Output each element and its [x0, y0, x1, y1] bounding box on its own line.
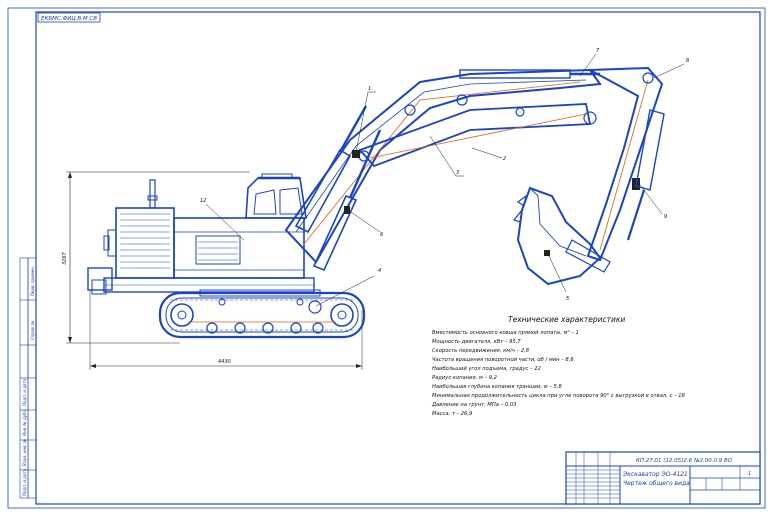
callout-12: 12	[200, 198, 206, 204]
strip-label-4: Инв. № дубл.	[22, 409, 27, 436]
stick-cylinder	[459, 69, 600, 79]
dimension-height: 3267	[62, 171, 250, 344]
tech-line-8: Минимальная продолжительность цикла при …	[432, 393, 686, 399]
callout-5: 5	[566, 296, 569, 302]
title-sheet: 1	[748, 471, 751, 477]
strip-label-3: Подп. и дата	[22, 378, 27, 406]
left-strip: Перв. примен. Справ. № Подп. и дата Инв.…	[19, 257, 37, 499]
callouts	[205, 53, 685, 307]
tech-line-6: Радиус копания, м – 9,2	[432, 375, 497, 381]
operator-cab	[245, 173, 307, 219]
engine-house	[103, 179, 305, 279]
dimension-length: 4430	[89, 290, 363, 370]
tech-line-2: Мощность двигателя, кВт – 95,7	[432, 339, 521, 345]
title-block: КП 27.01 (12.05)2.6 №2.00.0.9 ВО Экскава…	[565, 451, 761, 505]
strip-label-6: Подп. и дата	[22, 468, 27, 496]
bucket	[512, 186, 611, 286]
crawler-track	[158, 289, 366, 339]
callout-4: 4	[378, 268, 381, 274]
tech-line-9: Давление на грунт, МПа – 0,03	[431, 402, 516, 408]
callout-9: 9	[664, 214, 667, 220]
title-name-2: Чертеж общего вида	[623, 480, 690, 487]
second-cylinder	[312, 129, 382, 272]
callout-6: 6	[380, 232, 383, 238]
strip-label-5: Взам. инв. №	[22, 439, 27, 466]
excavator-drawing: 3267 4430	[62, 48, 689, 370]
tech-line-5: Наибольший угол подъема, градус – 22	[432, 366, 541, 372]
tech-line-10: Масса, т – 26,9	[432, 411, 472, 417]
callout-3: 3	[456, 170, 459, 176]
callout-1: 1	[368, 86, 371, 92]
tech-line-1: Вместимость основного ковша прямой лопат…	[432, 330, 579, 336]
tech-heading: Технические характеристики	[508, 315, 625, 324]
outer-frame	[7, 7, 766, 509]
callout-2: 2	[503, 156, 506, 162]
title-name-1: Экскаватор ЭО-4121	[622, 471, 688, 478]
callout-8: 8	[686, 58, 689, 64]
callout-numbers: 1 2 3 4 5 6 7 8 9 12	[200, 48, 689, 302]
top-stamp-text: ЕКБМС.ФИЦ.В.М.СВ	[41, 16, 97, 22]
boom-cylinder	[294, 105, 368, 234]
top-stamp: ЕКБМС.ФИЦ.В.М.СВ	[37, 12, 101, 23]
strip-label-1: Перв. примен.	[30, 266, 35, 296]
bucket-cylinder	[626, 109, 665, 241]
dimension-length-text: 4430	[218, 359, 231, 365]
title-code: КП 27.01 (12.05)2.6 №2.00.0.9 ВО	[636, 458, 733, 464]
tech-line-4: Частота вращения поворотной части, об / …	[432, 357, 574, 363]
callout-7: 7	[596, 48, 600, 54]
tech-line-3: Скорость передвижения, км/ч – 2,8	[432, 348, 530, 354]
strip-label-2: Справ. №	[30, 321, 35, 340]
dimension-height-text: 3267	[62, 251, 68, 265]
tech-line-7: Наибольшая глубина копания траншеи, м – …	[432, 384, 562, 390]
tech-specs: Технические характеристики Вместимость о…	[431, 315, 686, 417]
